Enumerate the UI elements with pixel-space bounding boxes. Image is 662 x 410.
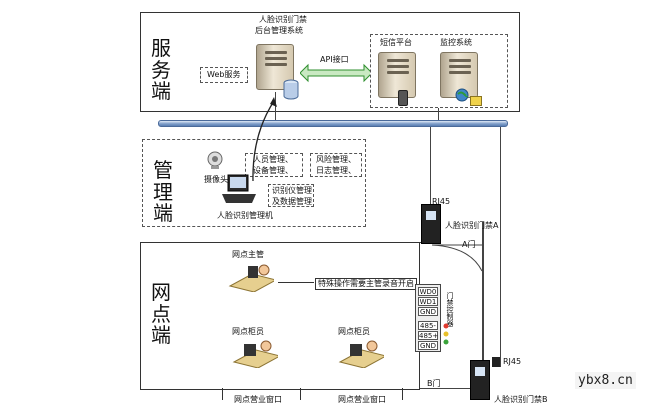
management-zone bbox=[142, 139, 366, 227]
network-bus bbox=[158, 120, 508, 127]
globe-icon bbox=[455, 88, 469, 102]
window2-label: 网点营业窗口 bbox=[338, 395, 386, 404]
management-pc-icon bbox=[222, 174, 256, 203]
bus-link-terminal-b bbox=[500, 127, 501, 367]
rj45-b-port-icon bbox=[492, 357, 500, 367]
port-wd0: WD0 bbox=[418, 287, 438, 296]
terminal-b-label: 人脸识别门禁B bbox=[494, 395, 548, 404]
personnel-mgmt-label: 人员管理、 bbox=[253, 155, 293, 164]
bus-link-terminal-a bbox=[430, 127, 431, 205]
port-gnd-1: GND bbox=[418, 307, 438, 316]
door-a-swing bbox=[431, 244, 483, 272]
sms-platform-label: 短信平台 bbox=[380, 38, 412, 47]
port-gnd-2: GND bbox=[418, 341, 438, 350]
branch-zone-title: 网点端 bbox=[151, 280, 171, 348]
database-icon bbox=[283, 79, 299, 100]
window-divider-1 bbox=[222, 388, 223, 400]
main-system-title-line1: 人脸识别门禁 bbox=[259, 15, 307, 24]
rj45-b-label: RJ45 bbox=[503, 357, 522, 366]
recognizer-mgmt-label: 识别仪管理 bbox=[272, 186, 312, 195]
wall-bottom bbox=[420, 388, 480, 389]
client-pc-label: 人脸识别管理机 bbox=[217, 211, 273, 220]
teller2-desk-icon bbox=[338, 340, 384, 368]
web-service-label: Web服务 bbox=[207, 70, 241, 79]
controller-status-leds bbox=[443, 323, 449, 345]
phone-icon bbox=[398, 90, 408, 106]
camera-small-icon bbox=[470, 96, 482, 106]
window-divider-3 bbox=[402, 388, 403, 400]
api-arrow bbox=[300, 63, 372, 83]
teller2-label: 网点柜员 bbox=[338, 327, 370, 336]
port-wd1: WD1 bbox=[418, 297, 438, 306]
camera-label: 摄像头 bbox=[204, 175, 228, 184]
door-controller: WD0 WD1 GND 485- 485+ GND bbox=[415, 284, 441, 352]
sms-server-icon bbox=[378, 52, 416, 98]
supervisor-desk-icon bbox=[228, 264, 274, 292]
terminal-a-label: 人脸识别门禁A bbox=[445, 221, 499, 230]
backend-server-icon bbox=[256, 44, 294, 90]
teller1-desk-icon bbox=[232, 340, 278, 368]
port-485-plus: 485+ bbox=[418, 331, 439, 340]
special-operation-note: 特殊操作需要主管录音开启 bbox=[315, 278, 417, 290]
port-485-minus: 485- bbox=[418, 321, 438, 330]
supervisor-label: 网点主管 bbox=[232, 250, 264, 259]
mgmt-func-box-2 bbox=[310, 153, 362, 177]
main-system-title-line2: 后台管理系统 bbox=[255, 26, 303, 35]
server-zone-title: 服务端 bbox=[151, 36, 171, 104]
rj45-a-label: RJ45 bbox=[432, 197, 451, 206]
bus-link-right-group bbox=[438, 108, 439, 120]
teller1-label: 网点柜员 bbox=[232, 327, 264, 336]
controller-label: 门禁控制器 bbox=[446, 292, 454, 327]
mgmt-func-box-3 bbox=[268, 184, 314, 207]
api-label: API接口 bbox=[320, 55, 349, 64]
risk-mgmt-label: 风险管理、 bbox=[316, 155, 356, 164]
device-mgmt-label: 设备管理、 bbox=[253, 166, 293, 175]
web-service-box bbox=[200, 67, 248, 83]
door-b-label: B门 bbox=[427, 379, 441, 388]
window-divider-2 bbox=[300, 388, 301, 400]
management-zone-title: 管理端 bbox=[153, 158, 173, 226]
wall-right bbox=[482, 222, 484, 372]
monitor-system-label: 监控系统 bbox=[440, 38, 472, 47]
pc-to-server-arrow bbox=[252, 97, 277, 182]
log-mgmt-label: 日志管理、 bbox=[316, 166, 356, 175]
camera-icon bbox=[207, 151, 223, 169]
server-zone bbox=[140, 12, 520, 112]
face-terminal-b-icon bbox=[470, 360, 490, 400]
face-terminal-a-icon bbox=[421, 204, 441, 244]
watermark-text: ybx8.cn bbox=[575, 372, 636, 389]
data-mgmt-label: 及数据管理 bbox=[272, 197, 312, 206]
note-leader-line bbox=[278, 282, 314, 283]
window1-label: 网点营业窗口 bbox=[234, 395, 282, 404]
door-a-label: A门 bbox=[462, 240, 476, 249]
